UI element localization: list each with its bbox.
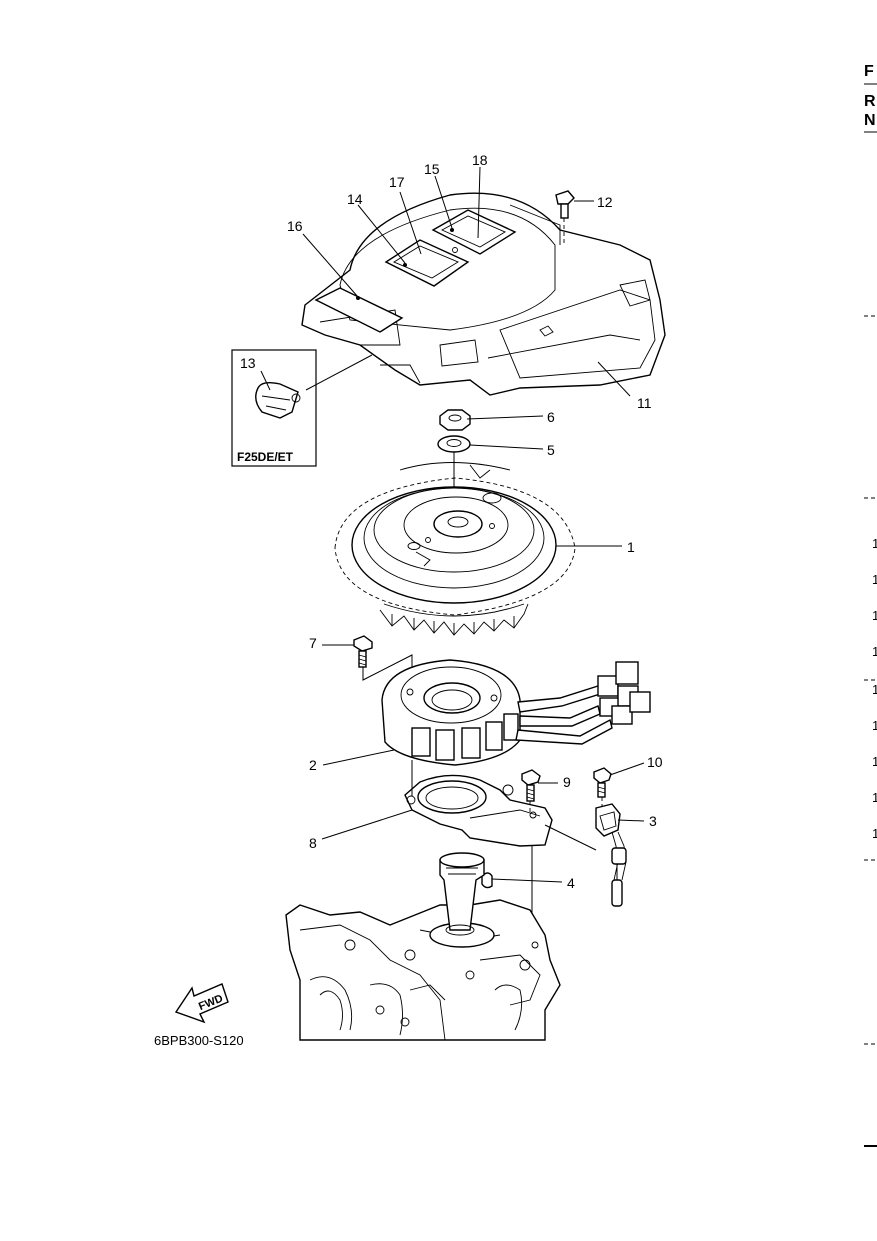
edge-letter: N bbox=[864, 112, 876, 129]
leader-lines bbox=[260, 166, 645, 883]
stator-poles bbox=[411, 713, 519, 761]
decal-plate-14 bbox=[384, 239, 470, 287]
screw-9-part bbox=[521, 769, 541, 812]
edge-number: 1 bbox=[872, 682, 877, 697]
callout-12: 12 bbox=[597, 194, 613, 210]
callout-14: 14 bbox=[347, 191, 363, 207]
edge-number: 1 bbox=[872, 608, 877, 623]
edge-letter: F bbox=[864, 63, 874, 80]
edge-number: 1 bbox=[872, 718, 877, 733]
edge-number: 1 bbox=[872, 754, 877, 769]
edge-number: 1 bbox=[872, 644, 877, 659]
edge-number: 1 bbox=[872, 572, 877, 587]
edge-number: 1 bbox=[872, 790, 877, 805]
nut-6-part bbox=[439, 409, 471, 431]
callout-2: 2 bbox=[309, 757, 317, 773]
stator-2-part bbox=[381, 659, 651, 766]
callout-10: 10 bbox=[647, 754, 663, 770]
clamp-13-part bbox=[255, 381, 299, 419]
flywheel-cover-part bbox=[301, 192, 666, 396]
callout-18: 18 bbox=[472, 152, 488, 168]
callout-numbers: 1 2 3 4 5 6 7 8 9 10 11 12 13 14 15 16 1… bbox=[240, 152, 663, 891]
edge-number: 1 bbox=[872, 536, 877, 551]
crankcase-part bbox=[285, 852, 561, 1041]
edge-number: 1 bbox=[872, 826, 877, 841]
inset-box: F25DE/ET bbox=[231, 349, 373, 467]
callout-6: 6 bbox=[547, 409, 555, 425]
fwd-arrow: FWD bbox=[174, 983, 229, 1024]
callout-7: 7 bbox=[309, 635, 317, 651]
right-edge-column: F R N 1 1 1 1 1 1 1 1 1 bbox=[864, 63, 877, 1147]
inset-model-label: F25DE/ET bbox=[237, 450, 294, 464]
woodruff-key-4-part bbox=[481, 872, 493, 889]
callout-5: 5 bbox=[547, 442, 555, 458]
ring-gear-teeth bbox=[379, 603, 529, 636]
callout-16: 16 bbox=[287, 218, 303, 234]
callout-3: 3 bbox=[649, 813, 657, 829]
callout-11: 11 bbox=[637, 395, 652, 411]
decal-plate-16 bbox=[314, 287, 404, 333]
callout-9: 9 bbox=[563, 774, 571, 790]
callout-4: 4 bbox=[567, 875, 575, 891]
base-bracket-8-part bbox=[404, 760, 597, 935]
callout-17: 17 bbox=[389, 174, 405, 190]
edge-letter: R bbox=[864, 93, 876, 110]
callout-13: 13 bbox=[240, 355, 256, 371]
callout-8: 8 bbox=[309, 835, 317, 851]
callout-1: 1 bbox=[627, 539, 635, 555]
decal-plate-15 bbox=[431, 209, 517, 255]
callout-15: 15 bbox=[424, 161, 440, 177]
flywheel-1-part bbox=[334, 462, 576, 636]
bolt-12-part bbox=[555, 190, 575, 245]
pulser-coil-3-part bbox=[595, 803, 627, 907]
figure-code: 6BPB300-S120 bbox=[154, 1033, 244, 1048]
screw-10-part bbox=[593, 767, 612, 808]
